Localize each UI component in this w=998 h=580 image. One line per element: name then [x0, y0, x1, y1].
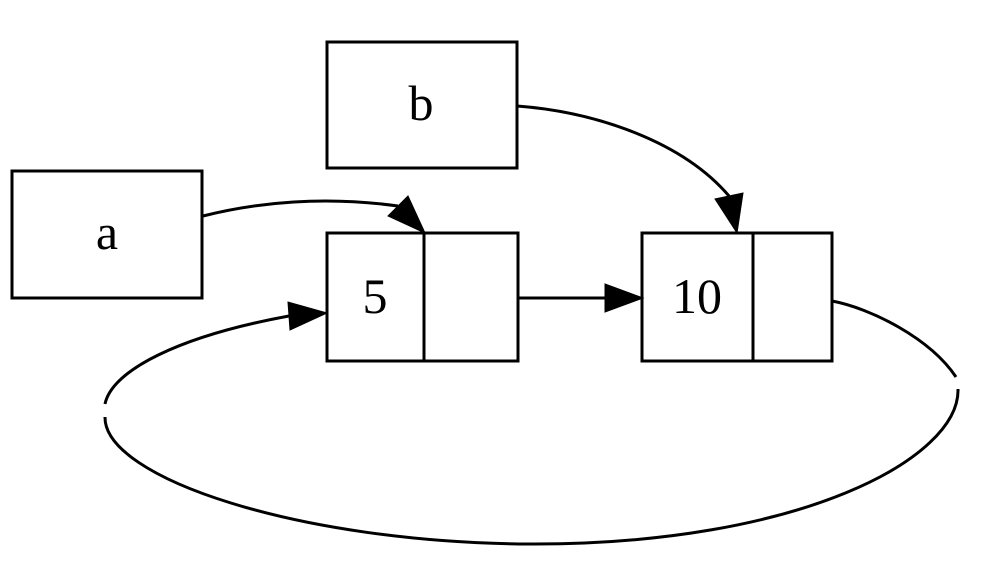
loop-segment-left-top	[103, 314, 290, 405]
edge-a-to-node5	[202, 195, 427, 235]
edge-node5-to-node10-arrowhead	[604, 283, 645, 313]
edge-a-to-node5-arrowhead	[387, 195, 427, 235]
node-10-body	[640, 231, 834, 363]
edge-b-to-node10-line	[516, 104, 731, 197]
edge-b-to-node10	[516, 104, 744, 235]
variable-a-box	[10, 169, 204, 300]
edge-node5-to-node10	[518, 283, 645, 313]
variable-a: a	[10, 169, 204, 300]
edge-node10-to-node5-arrowhead	[287, 301, 329, 331]
variable-b: b	[325, 40, 519, 170]
list-node-10: 10	[640, 231, 834, 363]
edge-node10-to-node5-loop	[103, 299, 960, 546]
node-10-value: 10	[672, 268, 722, 324]
variable-a-label: a	[96, 204, 118, 260]
edge-b-to-node10-arrowhead	[714, 192, 744, 235]
loop-segment-bottom	[103, 388, 960, 546]
variable-b-label: b	[409, 75, 434, 131]
node-5-value: 5	[363, 268, 388, 324]
loop-segment-right-top	[831, 299, 958, 378]
variable-b-box	[325, 40, 519, 170]
list-node-5: 5	[325, 231, 520, 363]
edge-a-to-node5-line	[202, 199, 399, 218]
